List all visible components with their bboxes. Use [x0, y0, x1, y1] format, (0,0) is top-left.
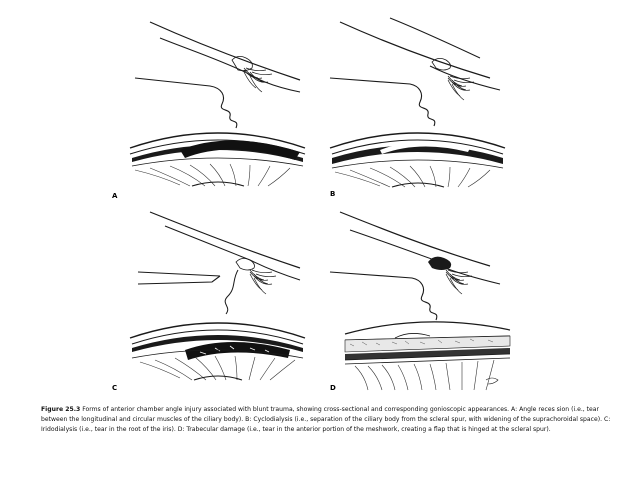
- panel-label-c: C: [112, 384, 117, 392]
- panel-label-d: D: [330, 384, 336, 392]
- panel-a-gonioscopy: [129, 132, 306, 187]
- panel-label-b: B: [330, 190, 335, 198]
- panel-b-cross-section: [329, 17, 501, 127]
- panel-label-a: A: [112, 192, 118, 200]
- panel-a-cross-section: [134, 21, 301, 129]
- trauma-angle-figure: A B C: [112, 17, 511, 392]
- panel-c-gonioscopy: [129, 322, 306, 381]
- panel-d-cross-section: [329, 211, 501, 321]
- panel-c-cross-section: [137, 211, 301, 315]
- caption-text: Forms of anterior chamber angle injury a…: [41, 406, 611, 433]
- figure-caption: Figure 25.3 Forms of anterior chamber an…: [41, 405, 611, 435]
- figure-number: Figure 25.3: [41, 406, 81, 413]
- panel-d-gonioscopy: [344, 321, 511, 391]
- panel-b-gonioscopy: [329, 132, 506, 188]
